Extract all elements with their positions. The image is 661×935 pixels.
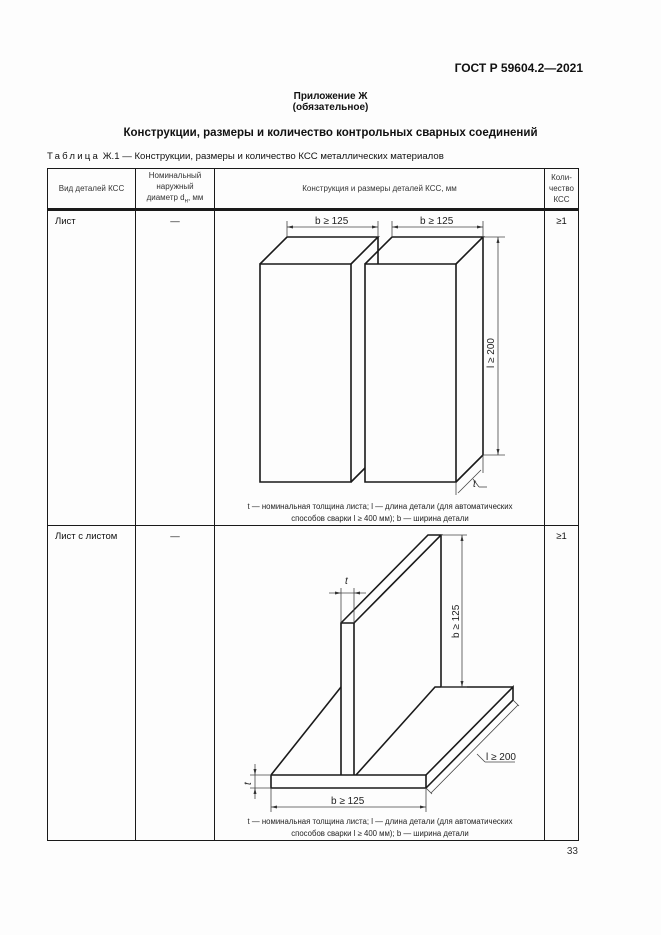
dim-width-right: b ≥ 125 [420,216,454,227]
col-header-diameter-line3: диаметр dн, мм [136,192,214,208]
legend-line-2: способов сварки l ≥ 400 мм); b — ширина … [291,829,469,838]
diameter-subscript: н [184,198,188,205]
col-header-quantity-line1: Коли- [551,173,572,182]
table-row: Лист — [47,209,579,526]
diameter-unit: , мм [187,192,204,202]
page-title: Конструкции, размеры и количество контро… [123,127,538,139]
cell-drawing: t b ≥ 125 l ≥ 200 t b ≥ 125 t — номиналь… [214,525,545,841]
table-header-row: Вид деталей КСС Номинальный наружный диа… [47,168,579,211]
col-header-type: Вид деталей КСС [47,168,136,211]
legend-line-1: t — номинальная толщина листа; l — длина… [247,817,513,826]
appendix-label: Приложение Ж [293,91,368,102]
row-quantity-value: ≥1 [556,216,567,227]
dim-width-left: b ≥ 125 [315,216,349,227]
legend-line-2: способов сварки l ≥ 400 мм); b — ширина … [291,514,469,523]
cell-type: Лист [47,209,136,526]
welds-table: Вид деталей КСС Номинальный наружный диа… [47,168,579,841]
sheet-to-sheet-drawing: t b ≥ 125 l ≥ 200 t b ≥ 125 [243,534,520,812]
cell-diameter: — [135,209,215,526]
cell-drawing: b ≥ 125 b ≥ 125 l ≥ 200 t t — номинальна… [214,209,545,526]
dim-thickness: t [473,479,477,490]
row-diameter-value: — [170,531,180,542]
col-header-quantity-line2: чество [549,184,574,193]
appendix-status: (обязательное) [292,102,369,113]
cell-quantity: ≥1 [544,525,579,841]
col-header-diameter-line1: Номинальный [148,170,202,180]
legend-line-1: t — номинальная толщина листа; l — длина… [247,502,513,511]
dim-width: b ≥ 125 [331,796,365,807]
row-type-label: Лист с листом [55,531,118,542]
row-diameter-value: — [170,216,180,227]
col-header-diameter-line2: наружный [156,181,194,191]
dim-length: l ≥ 200 [486,338,497,368]
row-quantity-value: ≥1 [556,531,567,542]
table-caption: Таблица Ж.1 — Конструкции, размеры и кол… [47,151,444,162]
cell-diameter: — [135,525,215,841]
row-type-label: Лист [55,216,76,227]
dim-length: l ≥ 200 [486,752,516,763]
col-header-diameter: Номинальный наружный диаметр dн, мм [135,168,215,211]
col-header-quantity: Коли- чество КСС [544,168,579,211]
sheet-drawing: b ≥ 125 b ≥ 125 l ≥ 200 t [259,216,505,495]
table-caption-text: Ж.1 — Конструкции, размеры и количество … [102,151,444,162]
standard-code: ГОСТ Р 59604.2—2021 [454,61,583,75]
table-caption-prefix: Таблица [47,151,101,162]
cell-type: Лист с листом [47,525,136,841]
cell-quantity: ≥1 [544,209,579,526]
dim-thickness-top: t [345,576,349,587]
table-row: Лист с листом — [47,525,579,841]
page-number: 33 [566,846,578,857]
col-header-construction: Конструкция и размеры деталей КСС, мм [214,168,545,211]
dim-thickness-side: t [243,781,254,785]
col-header-quantity-line3: КСС [553,195,570,204]
diameter-symbol: диаметр d [146,192,185,202]
dim-height: b ≥ 125 [451,604,462,638]
